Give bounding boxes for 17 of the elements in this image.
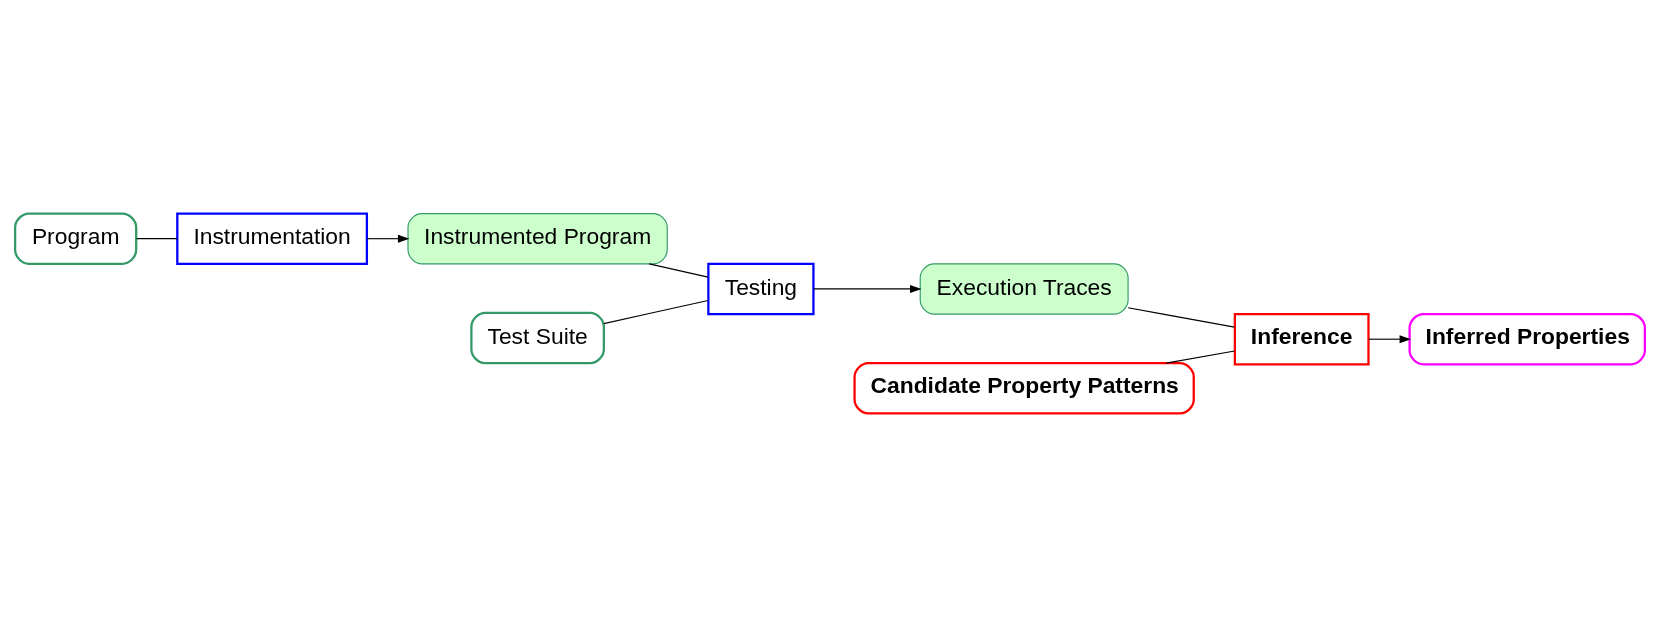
connector [1165, 350, 1236, 364]
connector [1127, 307, 1236, 328]
arrow [366, 234, 410, 243]
connector [136, 238, 178, 240]
connector [648, 263, 709, 278]
node-box: Candidate Property Patterns [853, 362, 1195, 415]
arrow [813, 284, 922, 293]
node-box: Test Suite [470, 311, 605, 365]
node-box: Inferred Properties [1408, 312, 1646, 366]
node-box: Testing [707, 262, 815, 316]
connector [603, 299, 709, 325]
node-box: Program [14, 212, 138, 265]
node-box: Instrumentation [176, 212, 369, 265]
node-box: Inference [1233, 312, 1370, 366]
arrow [1368, 335, 1411, 344]
node-box: Instrumented Program [407, 213, 668, 265]
node-box: Execution Traces [919, 263, 1129, 315]
